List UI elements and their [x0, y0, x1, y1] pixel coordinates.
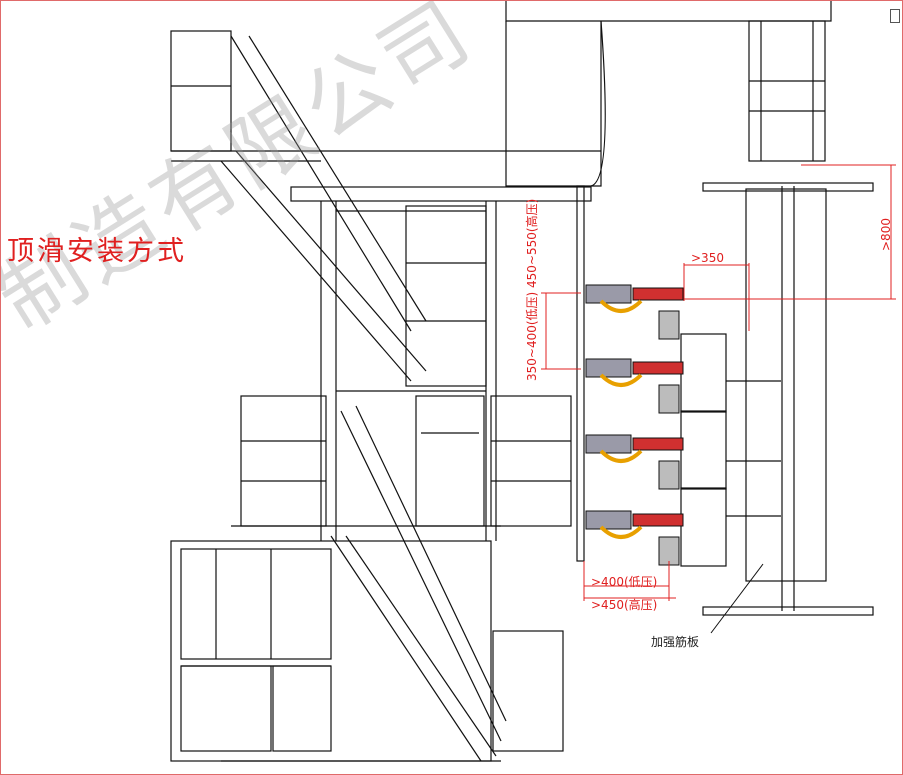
dim-top-gap: >800 [879, 218, 893, 251]
dim-vertical-spacing: 350~400(低压) 450~550(高压) [525, 198, 539, 381]
dim-bottom-low: >400(低压) [591, 575, 658, 589]
dim-horizontal-gap: >350 [691, 251, 724, 265]
top-flange [702, 182, 874, 192]
dimension-lines [541, 164, 896, 601]
callout-leader [710, 563, 764, 634]
dim-bottom-high: >450(高压) [591, 598, 658, 612]
mast-head [748, 20, 826, 162]
left-box [240, 395, 327, 527]
middle-cage [415, 395, 485, 527]
lower-stairs [330, 405, 507, 762]
bottom-flange [702, 606, 874, 616]
collector-row-1 [585, 284, 684, 340]
top-structure [505, 1, 832, 22]
corner-marker [890, 9, 900, 23]
guide-rail [576, 185, 585, 562]
collector-row-4 [585, 510, 684, 566]
platform-deck [290, 186, 592, 202]
collector-row-2 [585, 358, 684, 414]
brackets [680, 333, 781, 567]
diagram-title: 顶滑安装方式 [7, 236, 187, 267]
upper-door [405, 205, 487, 387]
upper-stairs [171, 35, 601, 382]
right-box [490, 395, 572, 527]
collector-row-3 [585, 434, 684, 490]
callout-label: 加强筋板 [651, 635, 700, 649]
collector-rows [585, 284, 684, 566]
lower-right-box [492, 630, 564, 752]
mast-column [745, 188, 827, 582]
